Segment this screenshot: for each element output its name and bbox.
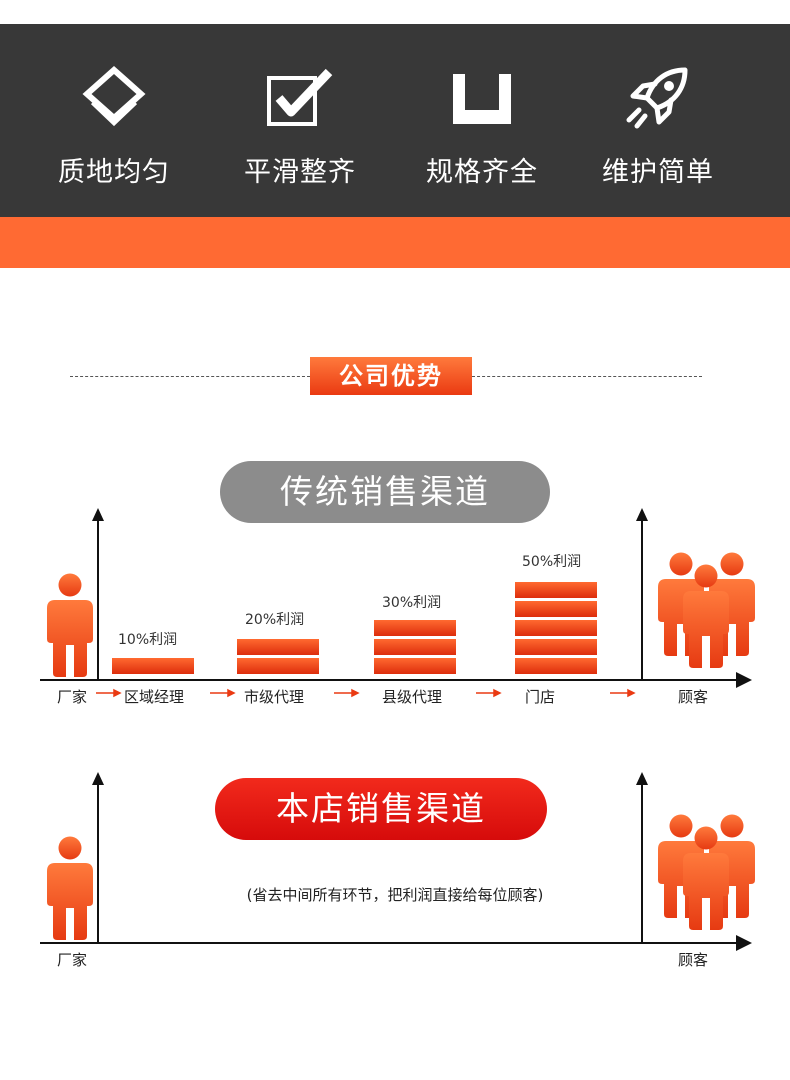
stage-label: 县级代理 — [382, 688, 443, 706]
profit-bar — [515, 601, 597, 617]
section-title: 公司优势 — [310, 357, 472, 395]
flow-arrow-icon — [351, 688, 360, 698]
axis-arrow-up-icon — [636, 508, 648, 521]
section-divider-left — [70, 376, 310, 377]
profit-bar — [515, 620, 597, 636]
flow-arrows — [96, 688, 636, 698]
checkbox-check-icon — [267, 68, 333, 126]
profit-bar — [237, 658, 319, 674]
traditional-channel-title: 传统销售渠道 — [220, 461, 550, 523]
profit-bar — [515, 639, 597, 655]
direct-channel-note: (省去中间所有环节，把利润直接给每位顾客) — [246, 886, 544, 904]
profit-bar — [374, 639, 456, 655]
axis-arrow-up-icon — [636, 772, 648, 785]
orange-band — [0, 217, 790, 268]
section-divider-right — [472, 376, 702, 377]
axis-arrow-up-icon — [92, 772, 104, 785]
stage-label: 市级代理 — [244, 688, 305, 706]
flow-arrow-icon — [113, 688, 122, 698]
profit-bar — [112, 658, 194, 674]
feature-maintenance: 维护简单 — [568, 24, 748, 217]
profit-bar — [237, 639, 319, 655]
start-label: 厂家 — [57, 951, 88, 969]
rocket-icon — [626, 67, 688, 129]
customers-group-icon — [658, 552, 755, 668]
profit-label: 30%利润 — [382, 595, 442, 611]
layers-diamond-icon — [82, 65, 146, 127]
flow-arrow-icon — [627, 688, 636, 698]
profit-bar — [374, 658, 456, 674]
axis-arrow-right-icon — [736, 672, 752, 688]
flow-arrow-icon — [227, 688, 236, 698]
feature-label: 平滑整齐 — [244, 157, 356, 188]
square-bracket-icon — [453, 74, 511, 124]
feature-label: 维护简单 — [602, 157, 714, 188]
profit-bar — [374, 620, 456, 636]
start-label: 厂家 — [57, 688, 88, 706]
feature-label: 规格齐全 — [426, 157, 538, 188]
flow-arrow-icon — [493, 688, 502, 698]
customers-group-icon — [658, 814, 755, 930]
profit-label: 50%利润 — [522, 554, 582, 570]
profit-bar — [515, 582, 597, 598]
feature-uniform: 质地均匀 — [24, 24, 204, 217]
end-label: 顾客 — [678, 688, 709, 706]
stage-label: 门店 — [525, 688, 556, 706]
axis-arrow-right-icon — [736, 935, 752, 951]
direct-channel-title: 本店销售渠道 — [215, 778, 547, 840]
profit-label: 10%利润 — [118, 632, 178, 648]
end-label: 顾客 — [678, 951, 709, 969]
feature-smooth: 平滑整齐 — [210, 24, 390, 217]
axis-arrow-up-icon — [92, 508, 104, 521]
feature-complete: 规格齐全 — [392, 24, 572, 217]
profit-bar — [515, 658, 597, 674]
profit-bars — [112, 582, 597, 674]
stage-label: 区域经理 — [124, 688, 185, 706]
feature-label: 质地均匀 — [58, 157, 170, 188]
manufacturer-person-icon — [47, 573, 93, 677]
profit-label: 20%利润 — [245, 612, 305, 628]
